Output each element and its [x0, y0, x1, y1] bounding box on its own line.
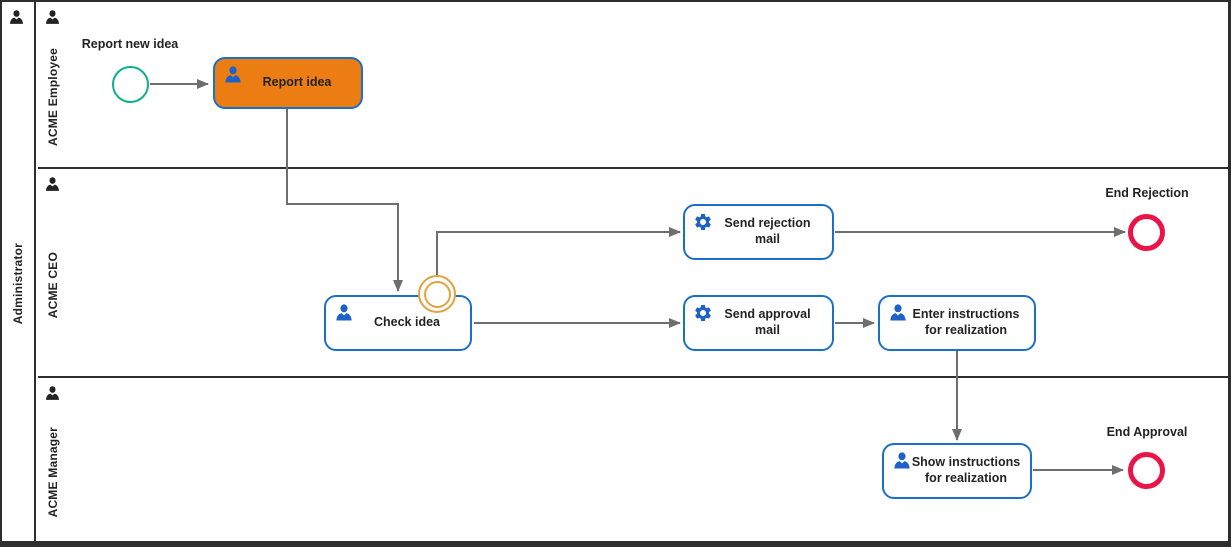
task-label: Send rejection mail — [724, 216, 811, 246]
gear-icon — [693, 212, 713, 232]
lane-header: ACME Employee — [38, 2, 68, 167]
task-report-idea[interactable]: Report idea — [213, 57, 363, 109]
end-event-approval[interactable] — [1128, 452, 1165, 489]
task-send-approval-mail[interactable]: Send approval mail — [683, 295, 834, 351]
person-icon — [888, 303, 908, 323]
pool-header-administrator: Administrator — [2, 2, 36, 541]
boundary-event[interactable] — [418, 275, 456, 313]
task-label: Report idea — [262, 75, 332, 90]
person-icon — [44, 8, 61, 27]
lanes-region: ACME Employee ACME CEO ACME Manager — [38, 2, 1228, 541]
task-send-rejection-mail[interactable]: Send rejection mail — [683, 204, 834, 260]
task-label: Check idea — [373, 315, 440, 330]
task-enter-instructions[interactable]: Enter instructions for realization — [878, 295, 1036, 351]
end-approval-label: End Approval — [1106, 425, 1188, 439]
lane-acme-manager: ACME Manager — [38, 376, 1228, 541]
end-rejection-label: End Rejection — [1105, 186, 1189, 200]
start-event-label: Report new idea — [81, 37, 179, 51]
person-icon — [334, 303, 354, 323]
gear-icon — [693, 303, 713, 323]
person-icon — [44, 175, 61, 194]
task-label: Show instructions for realization — [911, 455, 1021, 485]
person-icon — [44, 384, 61, 403]
start-event[interactable] — [112, 66, 149, 103]
lane-label: ACME CEO — [46, 251, 60, 319]
task-show-instructions[interactable]: Show instructions for realization — [882, 443, 1032, 499]
lane-header: ACME Manager — [38, 378, 68, 541]
lane-label: ACME Manager — [46, 426, 60, 518]
person-icon — [892, 451, 912, 471]
lane-label: ACME Employee — [46, 48, 60, 146]
person-icon — [223, 65, 243, 85]
lane-acme-ceo: ACME CEO — [38, 167, 1228, 376]
pool-label: Administrator — [11, 243, 25, 325]
boundary-event-inner-ring — [423, 280, 451, 308]
person-icon — [8, 8, 25, 27]
lane-header: ACME CEO — [38, 169, 68, 376]
end-event-rejection[interactable] — [1128, 214, 1165, 251]
task-label: Enter instructions for realization — [912, 307, 1020, 337]
task-label: Send approval mail — [724, 307, 811, 337]
